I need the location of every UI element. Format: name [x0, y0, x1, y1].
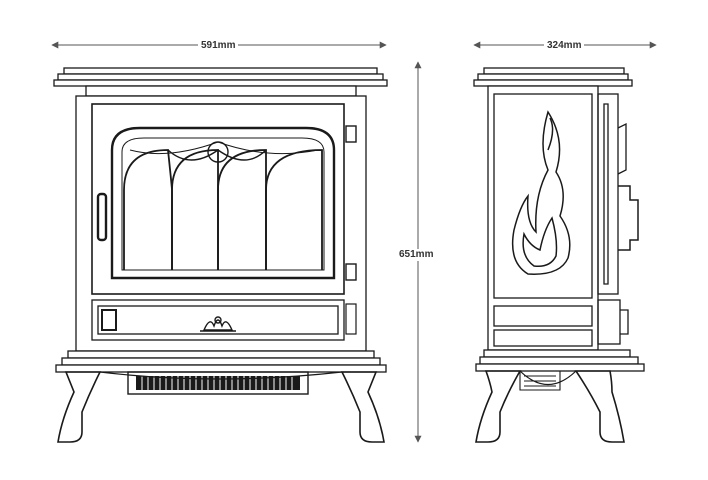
width-dimension-label: 591mm	[198, 40, 239, 52]
side-leg-front	[475, 370, 522, 443]
side-flame-decoration	[511, 110, 571, 275]
front-door-handle	[96, 192, 108, 242]
side-panel-inset	[493, 93, 593, 299]
front-ash-drawer	[91, 299, 357, 341]
side-top-lid	[473, 67, 633, 87]
front-door-window	[110, 126, 336, 280]
front-heater-vent	[127, 371, 309, 395]
front-hinge-bottom	[345, 263, 357, 281]
front-base	[55, 350, 387, 373]
side-heater-mechanism	[519, 370, 561, 391]
front-leg-left	[57, 371, 102, 443]
depth-dimension-label: 324mm	[544, 40, 585, 52]
front-top-lid	[53, 67, 388, 97]
side-base	[475, 349, 645, 372]
side-door-profile	[597, 93, 639, 345]
height-dimension-label: 651mm	[396, 249, 437, 261]
front-ornament	[200, 316, 236, 332]
side-lower-panel	[493, 305, 593, 347]
side-panel	[487, 85, 599, 351]
front-hinge-top	[345, 125, 357, 143]
front-door-frame	[91, 103, 345, 295]
front-view	[53, 67, 388, 443]
front-leg-right	[340, 371, 385, 443]
side-view	[473, 67, 645, 443]
side-leg-back	[574, 370, 625, 443]
